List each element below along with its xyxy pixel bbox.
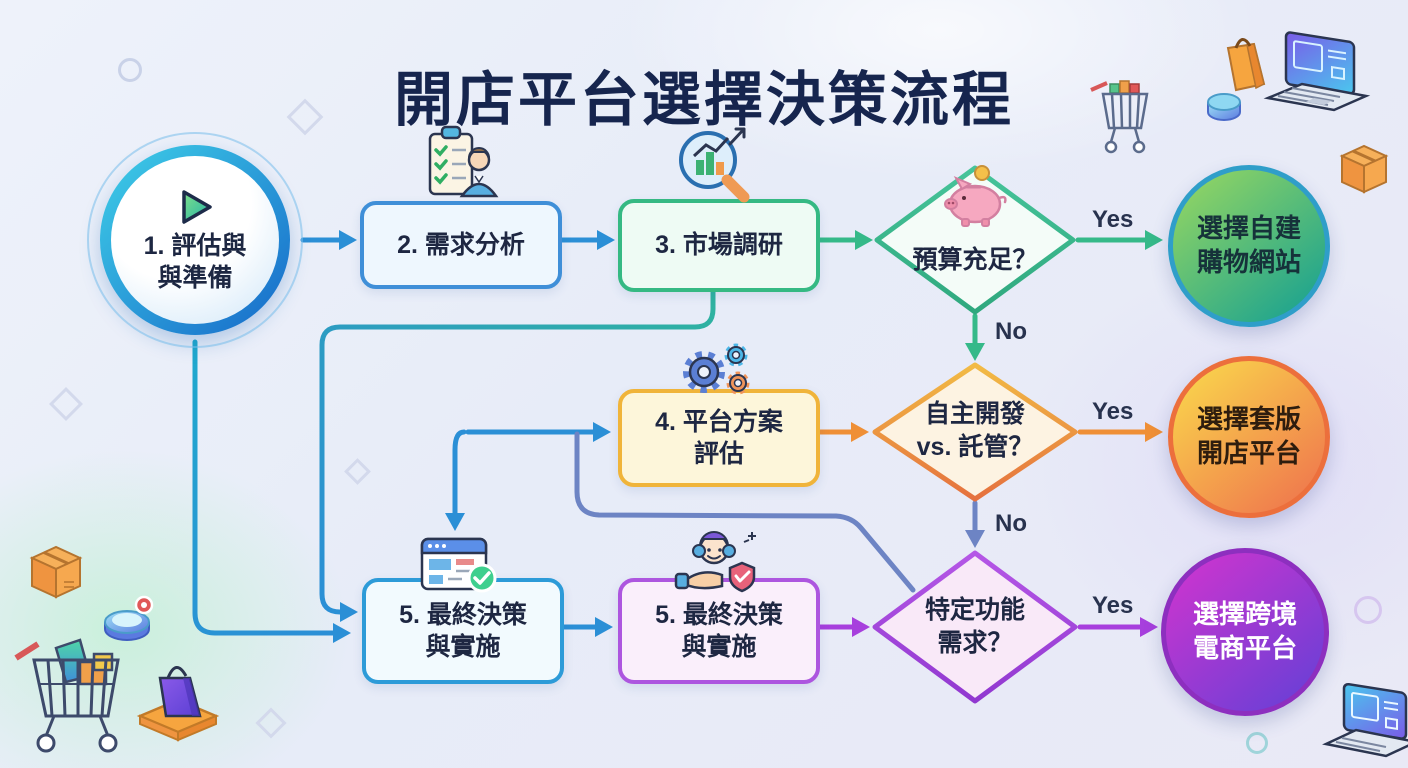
coin-disc-icon: [1207, 93, 1241, 121]
connector-elbow-to-step5a: [445, 429, 467, 531]
ring-accent: [1354, 596, 1382, 624]
location-disc-icon: [104, 595, 154, 641]
laptop-icon: [1322, 682, 1408, 758]
build-no-label: No: [995, 510, 1027, 537]
step-box-market-research: 3. 市場調研: [618, 199, 820, 292]
decision-features-label: 特定功能 需求？: [924, 596, 1025, 657]
connector-step3-to-step5a: [319, 281, 716, 622]
page-title: 開店平台選擇決策流程: [393, 67, 1014, 133]
clipboard-person-icon: [428, 125, 499, 198]
decision-features-shape: [872, 550, 1078, 704]
features-yes-label: Yes: [1092, 592, 1134, 619]
decision-budget-shape: [874, 165, 1076, 315]
decision-build-shape: [872, 362, 1078, 502]
start-node: 1. 評估與 與準備: [87, 132, 303, 348]
play-icon: [182, 189, 212, 224]
budget-no-label: No: [995, 318, 1027, 345]
decision-build-label: 自主開發 vs. 託管？: [916, 400, 1034, 461]
decision-budget-label: 預算充足？: [912, 246, 1038, 274]
ring-accent: [118, 58, 142, 82]
connector-start-to-step5a: [192, 339, 351, 643]
magnifier-chart-icon: [679, 127, 750, 203]
step-box-needs-analysis: 2. 需求分析: [360, 201, 562, 289]
package-box-icon: [29, 545, 83, 599]
build-yes-label: Yes: [1092, 398, 1134, 425]
shopping-bag-icon: [1226, 38, 1266, 92]
start-node-label: 1. 評估與 與準備: [143, 231, 247, 293]
budget-yes-label: Yes: [1092, 206, 1134, 233]
piggy-bank-icon: [944, 165, 1007, 227]
browser-check-icon: [420, 537, 497, 593]
shopping-bag-icon: [136, 666, 220, 742]
laptop-icon: [1263, 31, 1371, 112]
shopping-cart-icon: [1090, 80, 1149, 154]
result-self-built-site: 選擇自建 購物網站: [1168, 165, 1330, 327]
support-person-icon: [674, 531, 756, 593]
shopping-cart-icon: [14, 638, 120, 753]
package-box-icon: [1339, 144, 1389, 194]
result-crossborder-platform: 選擇跨境 電商平台: [1161, 548, 1329, 716]
gears-icon: [683, 343, 750, 395]
step-box-platform-evaluation: 4. 平台方案 評估: [618, 389, 820, 487]
ring-accent: [1246, 732, 1268, 754]
connectors: [192, 230, 1163, 643]
result-template-platform: 選擇套版 開店平台: [1168, 356, 1330, 518]
connector-step4-to-features: [574, 431, 916, 593]
start-node-inner: 1. 評估與 與準備: [111, 156, 279, 324]
